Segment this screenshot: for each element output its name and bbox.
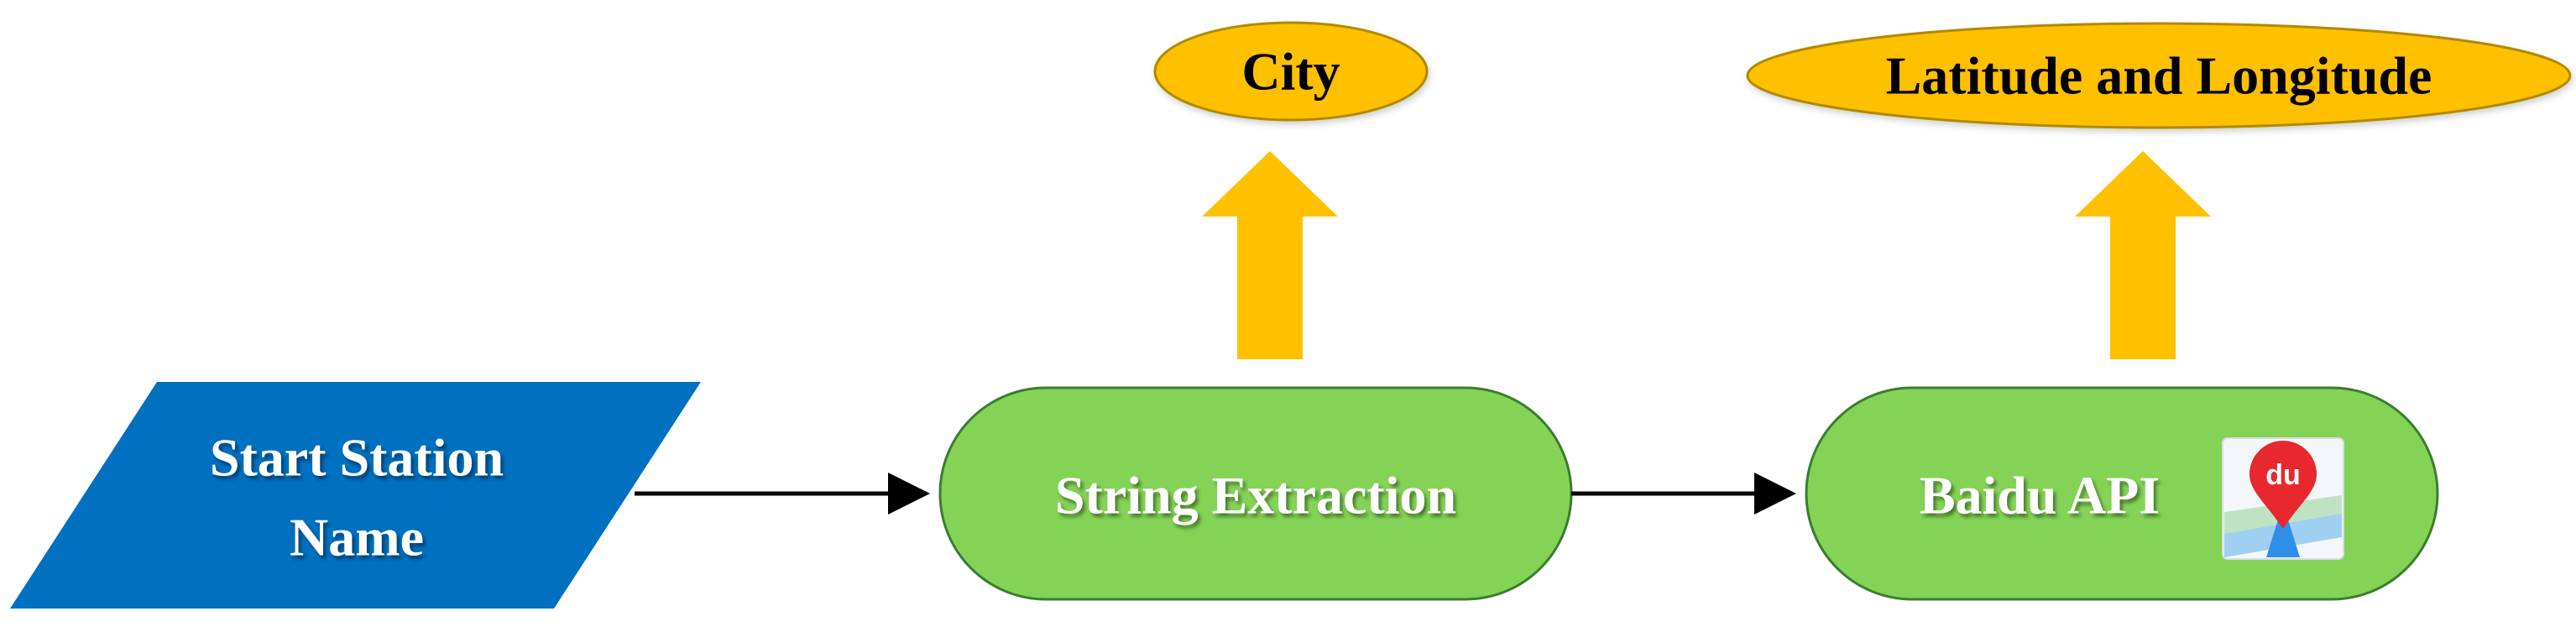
lat-long-label: Latitude and Longitude (1886, 46, 2432, 106)
start-station-node: Start Station Name (10, 382, 701, 609)
lat-long-up-arrow (2075, 151, 2211, 359)
baidu-api-label: Baidu API (1920, 466, 2160, 525)
lat-long-ellipse (1746, 22, 2572, 129)
start-station-parallelogram (10, 382, 701, 609)
city-up-arrow (1202, 151, 1338, 359)
string-extraction-label: String Extraction (1055, 466, 1456, 525)
city-label: City (1241, 42, 1340, 102)
baidu-icon-text: du (2265, 459, 2301, 491)
baidu-api-node: Baidu API du (1805, 386, 2439, 601)
baidu-maps-icon: du (2222, 437, 2344, 560)
start-station-label-line2: Name (290, 508, 424, 567)
start-station-label-line1: Start Station (210, 428, 504, 488)
city-ellipse (1153, 21, 1429, 122)
string-extraction-node: String Extraction (938, 386, 1573, 601)
city-output: City (1153, 21, 1429, 122)
lat-long-output: Latitude and Longitude (1746, 22, 2572, 129)
